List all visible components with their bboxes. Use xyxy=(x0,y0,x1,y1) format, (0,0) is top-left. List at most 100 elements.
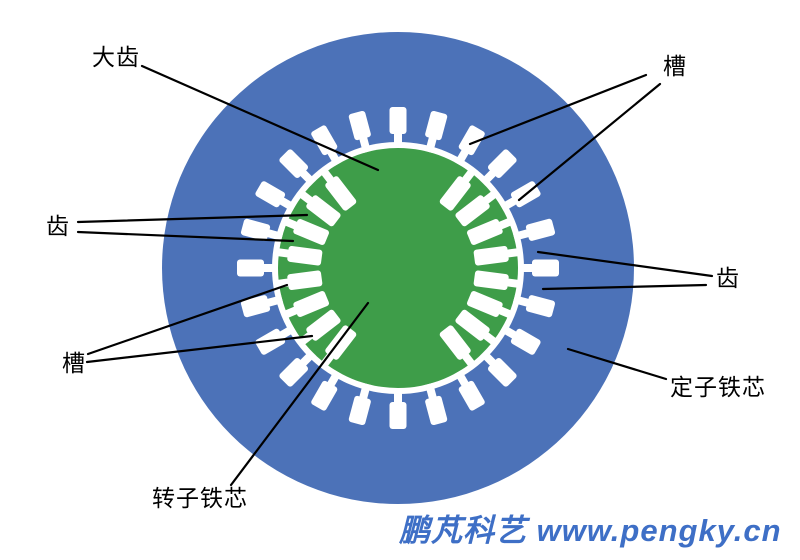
stator-slot-body xyxy=(525,218,556,241)
stator-slot xyxy=(348,382,371,426)
rotor-slot xyxy=(276,270,323,291)
label-slot-left: 槽 xyxy=(62,350,86,376)
stator-slot-neck xyxy=(425,134,438,154)
rotor-slot xyxy=(466,217,513,246)
stator-slot xyxy=(454,369,485,411)
stator-slot xyxy=(512,218,556,241)
stator-slot xyxy=(255,181,297,212)
stator-slot-body xyxy=(279,149,309,179)
rotor-slot-body xyxy=(325,176,357,211)
stator-slot xyxy=(480,149,517,186)
leader-line-slot-left xyxy=(85,334,314,364)
rotor-slot xyxy=(439,168,476,211)
rotor-slot-body xyxy=(466,290,503,317)
stator-slot-body xyxy=(279,357,309,387)
stator-slot-body xyxy=(240,218,271,241)
leader-line-tooth-right xyxy=(536,250,714,278)
rotor-slot xyxy=(298,190,341,227)
stator-slot-neck xyxy=(512,228,532,241)
stator-slot xyxy=(389,388,407,429)
rotor-slot-body xyxy=(293,219,330,246)
stator-slot-neck xyxy=(394,388,402,405)
stator-slot-body xyxy=(348,110,371,141)
stator-slot xyxy=(512,295,556,318)
stator-slot-neck xyxy=(264,295,284,308)
stator-slot xyxy=(348,110,371,154)
label-stator-core: 定子铁芯 xyxy=(670,374,766,400)
leader-line-tooth-right xyxy=(541,283,708,291)
stator-slot-neck xyxy=(394,131,402,148)
stator-slot-body xyxy=(525,295,556,318)
stator-slot-body xyxy=(425,110,448,141)
stator-slot-neck xyxy=(518,264,535,272)
leader-line-slot-left xyxy=(86,283,289,356)
rotor-core-disc xyxy=(278,148,518,388)
rotor-slot-body xyxy=(293,290,330,317)
rotor-slot-body xyxy=(455,309,490,341)
stator-slot-body xyxy=(237,259,264,277)
leader-line-stator-core xyxy=(566,347,668,381)
label-rotor-core: 转子铁芯 xyxy=(152,485,248,511)
leader-line-rotor-core xyxy=(229,301,370,487)
stator-slot xyxy=(425,110,448,154)
stator-slot-body xyxy=(240,295,271,318)
rotor-slot xyxy=(455,190,498,227)
rotor-slot-body xyxy=(439,176,471,211)
stator-slot xyxy=(237,259,278,277)
stator-slot-body xyxy=(389,402,407,429)
stator-slot xyxy=(518,259,559,277)
stator-slot-body xyxy=(487,149,517,179)
stator-slot-body xyxy=(348,395,371,426)
rotor-slot-body xyxy=(287,270,323,291)
rotor-slot-body xyxy=(287,245,323,266)
rotor-slot-body xyxy=(306,309,341,341)
watermark-text: 鹏芃科艺 www.pengky.cn xyxy=(399,513,782,548)
stator-slot xyxy=(240,295,284,318)
stator-slot-body xyxy=(532,259,559,277)
label-tooth-right: 齿 xyxy=(716,265,740,291)
rotor-slot xyxy=(283,290,330,319)
rotor-slot xyxy=(473,245,520,266)
stator-slot-body xyxy=(487,357,517,387)
stator-slot-neck xyxy=(425,382,438,402)
stator-slot-neck xyxy=(358,134,371,154)
stator-slot xyxy=(499,324,541,355)
label-slot-top-right: 槽 xyxy=(663,53,687,79)
stator-slot-body xyxy=(255,181,286,208)
stator-slot-neck xyxy=(264,228,284,241)
stator-slot-body xyxy=(458,125,485,156)
rotor-slot-body xyxy=(473,245,509,266)
rotor-slot xyxy=(276,245,323,266)
stator-slot xyxy=(311,369,342,411)
leader-line-slot-top-right xyxy=(468,73,648,146)
stator-slot-body xyxy=(510,328,541,355)
leader-lines-group xyxy=(76,64,714,487)
stator-slot xyxy=(311,125,342,167)
rotor-slot xyxy=(473,270,520,291)
leader-line-big-tooth xyxy=(140,64,380,172)
rotor-slot xyxy=(466,290,513,319)
rotor-slot-body xyxy=(455,195,490,227)
stator-slot xyxy=(279,350,316,387)
stator-slot-neck xyxy=(358,382,371,402)
stator-slot-body xyxy=(311,125,338,156)
rotor-slot-body xyxy=(306,195,341,227)
stator-slot xyxy=(454,125,485,167)
stator-slot xyxy=(389,107,407,148)
stator-slot xyxy=(425,382,448,426)
rotor-slot xyxy=(320,168,357,211)
leader-line-tooth-left xyxy=(76,213,309,224)
rotor-slot xyxy=(298,309,341,346)
leader-line-tooth-left xyxy=(76,230,295,243)
rotor-slot-body xyxy=(466,219,503,246)
rotor-slot xyxy=(283,217,330,246)
stator-slot-body xyxy=(311,380,338,411)
rotor-slot xyxy=(439,325,476,368)
stator-slot-neck xyxy=(261,264,278,272)
stator-slot xyxy=(279,149,316,186)
rotor-slot-body xyxy=(473,270,509,291)
stator-slot-body xyxy=(425,395,448,426)
rotor-slot-body xyxy=(439,325,471,360)
